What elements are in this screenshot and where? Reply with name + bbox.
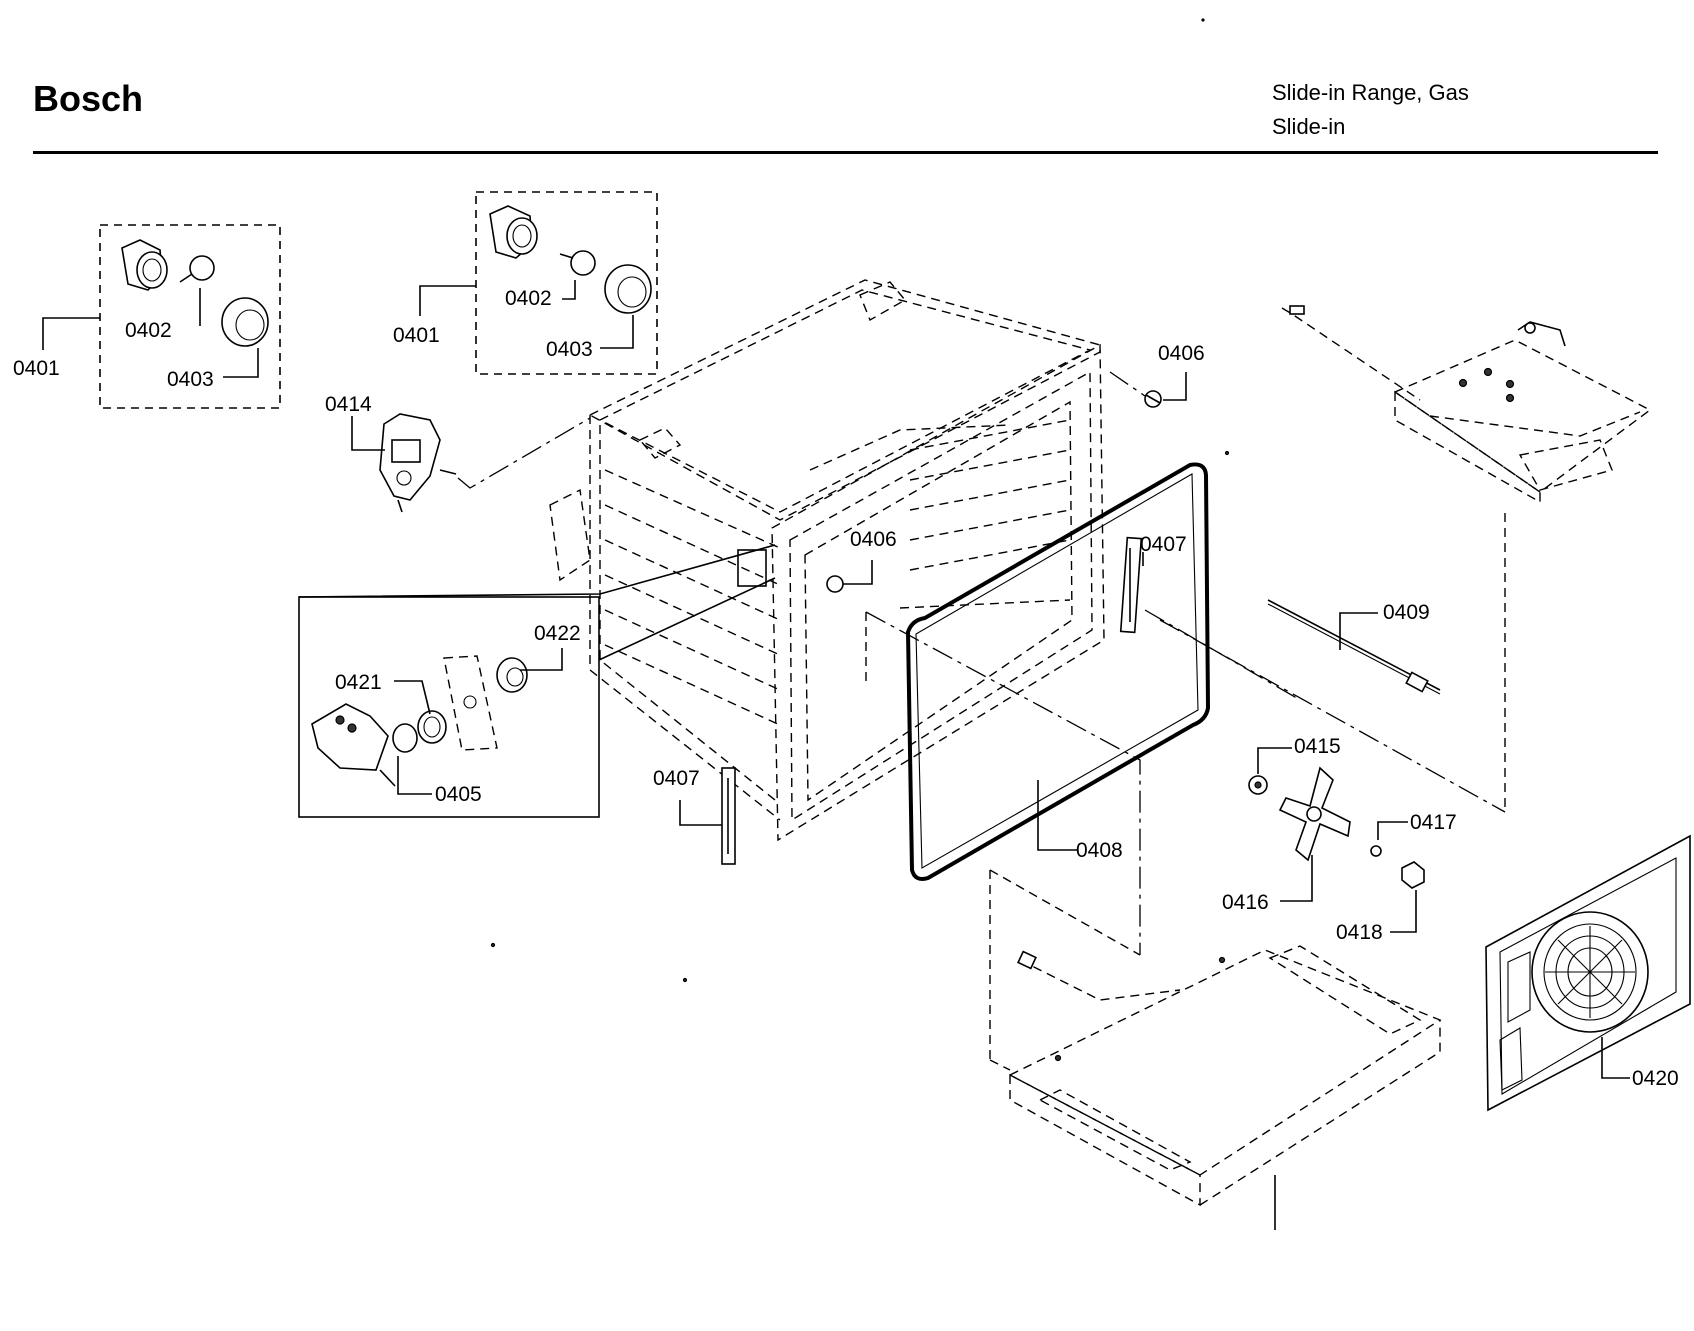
brand-title: Bosch: [33, 78, 144, 119]
lamp-socket-left: [121, 239, 168, 291]
lamp-lens-left: [221, 297, 269, 347]
stray-dot: [1201, 18, 1205, 22]
label-0416: 0416: [1222, 891, 1269, 914]
lamp-lens-mid: [604, 264, 652, 314]
centerline-0414: [457, 417, 591, 489]
stray-dot: [490, 942, 496, 948]
centerline-gasket-b: [865, 611, 1141, 955]
label-0420: 0420: [1632, 1067, 1679, 1090]
part-0420-back-panel: [1485, 834, 1691, 1112]
part-0408-gasket: [905, 462, 1211, 881]
part-0415-washer: [1248, 775, 1268, 795]
leader-0422: [520, 648, 563, 671]
top-right-panel: [1281, 305, 1652, 504]
part-0417-nut: [1370, 845, 1382, 857]
product-subtitle: Slide-in: [1272, 114, 1346, 139]
leader-0416: [1280, 855, 1313, 902]
centerline-0409: [1159, 619, 1506, 813]
centerline-0407: [1144, 609, 1301, 701]
label-0405: 0405: [435, 783, 482, 806]
label-0407-left: 0407: [653, 767, 700, 790]
part-0418-cap: [1401, 861, 1425, 889]
label-0418: 0418: [1336, 921, 1383, 944]
part-0421: [417, 710, 447, 744]
label-0403-left: 0403: [167, 368, 214, 391]
inset-detail: [298, 544, 776, 818]
product-title: Slide-in Range, Gas: [1272, 80, 1469, 105]
leader-0406-top: [1163, 372, 1187, 401]
stray-dot: [1224, 450, 1230, 456]
lamp-kit-mid-box: [475, 191, 658, 375]
label-0422: 0422: [534, 622, 581, 645]
label-0406-top: 0406: [1158, 342, 1205, 365]
label-0409: 0409: [1383, 601, 1430, 624]
stray-dot: [682, 977, 688, 983]
lamp-kit-left-box: [99, 224, 281, 409]
leader-0415: [1257, 747, 1292, 774]
label-0401-mid: 0401: [393, 324, 440, 347]
label-0414: 0414: [325, 393, 372, 416]
leader-0406-inner: [843, 560, 873, 585]
label-0406-inner: 0406: [850, 528, 897, 551]
label-0421: 0421: [335, 671, 382, 694]
leader-0408: [1037, 780, 1078, 851]
label-0408: 0408: [1076, 839, 1123, 862]
leader-0414: [351, 416, 385, 451]
centerline-0406-top: [1109, 371, 1146, 397]
lamp-bulb-left: [179, 255, 215, 283]
leader-0405: [397, 756, 432, 795]
part-0406-screw-inner: [826, 575, 844, 593]
lamp-kit-mid: [475, 191, 658, 375]
part-0416-fan: [1278, 766, 1351, 862]
leader-0407-left: [679, 800, 722, 826]
label-0402-mid: 0402: [505, 287, 552, 310]
part-0406-screw-top: [1144, 390, 1162, 408]
leader-0421: [394, 680, 431, 715]
part-0405: [311, 703, 418, 787]
leader-0409: [1339, 612, 1378, 650]
oven-cavity: [549, 279, 1105, 842]
detail-plate: [443, 655, 498, 751]
part-0407-right: [1119, 536, 1143, 634]
part-0422: [496, 657, 528, 693]
lamp-bulb-mid: [559, 250, 596, 276]
leader-0418: [1390, 890, 1417, 933]
leader-0417: [1377, 821, 1408, 840]
label-0402-left: 0402: [125, 319, 172, 342]
header-rule: [33, 151, 1658, 154]
part-0414-motor: [379, 413, 457, 513]
inset-detail-box: [298, 596, 600, 818]
part-0409-sensor: [1267, 599, 1441, 695]
label-0403-mid: 0403: [546, 338, 593, 361]
leader-0401-left: [42, 317, 100, 350]
leader-0401-mid: [419, 285, 476, 316]
lamp-socket-mid: [489, 205, 538, 259]
leader-0420: [1601, 1037, 1630, 1079]
lamp-kit-left: [99, 224, 281, 409]
label-0407-right: 0407: [1140, 533, 1187, 556]
label-0401-left: 0401: [13, 357, 60, 380]
part-0407-left: [721, 767, 736, 865]
bottom-panel: [989, 869, 1442, 1207]
label-0417: 0417: [1410, 811, 1457, 834]
label-0415: 0415: [1294, 735, 1341, 758]
